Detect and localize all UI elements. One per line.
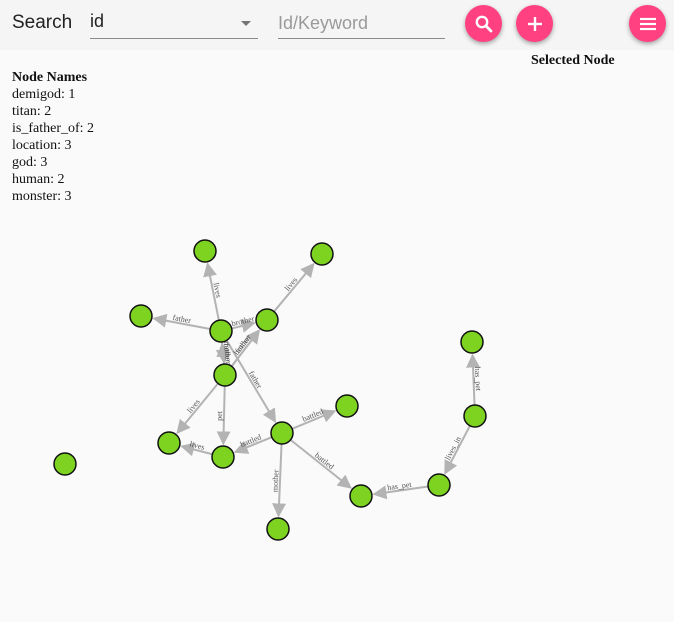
search-field-select[interactable]: id [90,8,258,39]
search-button[interactable] [465,5,502,42]
edge-label: mother [222,341,233,365]
graph-node[interactable] [335,394,359,418]
edge-label: lives [189,439,206,451]
graph-node[interactable] [463,404,487,428]
keyword-input[interactable] [278,8,445,39]
edge-label: has_pet [387,480,413,492]
edge-label: father [172,313,192,325]
edge-label: has_pet [473,366,483,392]
graph-edge [230,329,260,367]
edge-label: mother [271,469,281,492]
graph-edge [176,382,219,435]
graph-edge [273,262,315,313]
graph-node[interactable] [266,517,290,541]
graph-edge [372,485,429,500]
graph-node[interactable] [310,242,334,266]
search-field-value: id [90,11,105,31]
graph-node[interactable] [157,431,181,455]
graph-edge [291,409,337,430]
graph-node[interactable] [270,421,294,445]
graph-node[interactable] [193,239,217,263]
graph-node[interactable] [427,473,451,497]
legend-item: god: 3 [12,155,48,170]
graph-edge [203,262,220,321]
caret-down-icon[interactable] [241,21,251,26]
graph-edge [216,385,231,446]
search-label: Search [12,12,73,33]
graph-edge [466,353,481,406]
legend-item: titan: 2 [12,104,52,119]
legend-item: demigod: 1 [12,87,76,102]
graph-node[interactable] [129,304,153,328]
edge-label: pet [215,410,224,421]
graph-node[interactable] [460,330,484,354]
graph-edge [272,443,287,518]
legend-item: location: 3 [12,138,72,153]
graph-edge [152,313,211,330]
graph-node[interactable] [213,363,237,387]
graph-edge [231,319,256,333]
graph-node[interactable] [53,452,77,476]
magnify-icon [475,15,492,32]
legend-item: monster: 3 [12,189,72,204]
graph-edge [225,339,277,424]
selected-node-title: Selected Node [531,53,615,68]
graph-edge [216,342,231,365]
edge-label: lives_in [443,435,463,462]
legend-title: Node Names [12,70,88,85]
hamburger-menu-icon [639,17,656,30]
legend-item: is_father_of: 2 [12,121,95,136]
graph-edge [180,442,213,457]
legend-item: human: 2 [12,172,65,187]
add-button[interactable] [516,5,553,42]
edge-label: lives [212,282,224,299]
edge-label: lives [283,275,300,292]
edge-label: father [222,343,233,363]
graph-node[interactable] [255,308,279,332]
graph-node[interactable] [209,319,233,343]
graph-node[interactable] [349,484,373,508]
graph-edge [233,436,273,454]
menu-button[interactable] [629,5,666,42]
node-names-legend: Node Names demigod: 1 titan: 2 is_father… [12,69,94,205]
graph-node[interactable] [211,445,235,469]
plus-icon [527,16,542,31]
graph-edge [444,425,471,475]
graph-edge [289,439,352,489]
edge-label: lives [185,397,202,414]
